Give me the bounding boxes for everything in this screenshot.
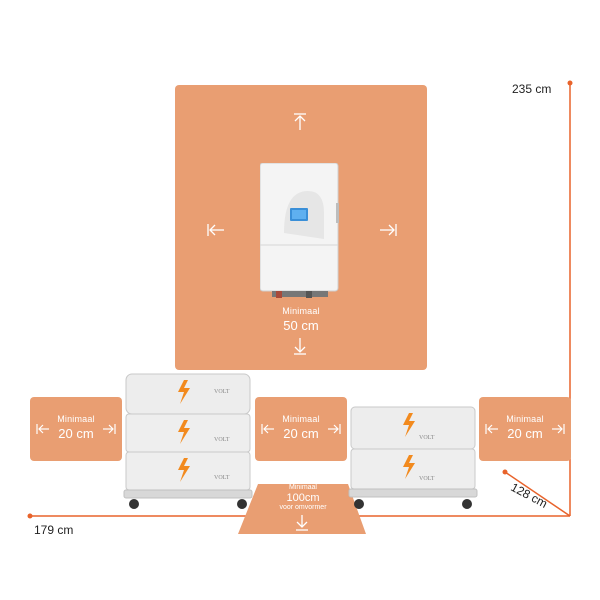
depth-line [504, 471, 571, 517]
arrow-right-icon [379, 223, 397, 241]
battery-stack-right [347, 405, 479, 513]
arrow-left-icon [36, 423, 50, 439]
arrow-right-icon [327, 423, 341, 439]
front-zone-label: Minimaal 100cm voor omvormer [258, 484, 348, 511]
lightning-icon [403, 455, 415, 479]
front-zone-line3: voor omvormer [279, 503, 327, 511]
lightning-icon [403, 413, 415, 437]
battery-stack-left [122, 372, 254, 512]
arrow-left-icon [207, 223, 225, 241]
brand-label-right-1: VOLT [419, 435, 435, 441]
right-clearance-zone: Minimaal 20 cm [479, 397, 571, 461]
top-zone-label: Minimaal 50 cm [251, 306, 351, 333]
right-zone-label: Minimaal 20 cm [479, 414, 571, 441]
middle-clearance-zone: Minimaal 20 cm [255, 397, 347, 461]
width-line-left-dot [27, 513, 33, 519]
arrow-right-icon [102, 423, 116, 439]
middle-zone-label-big: 20 cm [283, 425, 319, 441]
lightning-icon [178, 420, 190, 444]
middle-zone-label: Minimaal 20 cm [255, 414, 347, 441]
top-zone-label-big: 50 cm [283, 317, 319, 333]
arrow-down-icon [293, 337, 307, 359]
depth-line-dot [502, 469, 508, 475]
height-line-top-dot [567, 80, 573, 86]
brand-label-right-2: VOLT [419, 476, 435, 482]
arrow-right-icon [551, 423, 565, 439]
lightning-icon [178, 458, 190, 482]
arrow-left-icon [485, 423, 499, 439]
width-dimension-label: 179 cm [34, 523, 74, 537]
front-zone-line2: 100cm [286, 491, 320, 504]
front-zone-line1: Minimaal [288, 484, 317, 491]
arrow-left-icon [261, 423, 275, 439]
right-zone-label-big: 20 cm [507, 425, 543, 441]
arrow-up-icon [293, 113, 307, 135]
left-zone-label-big: 20 cm [58, 425, 94, 441]
height-dimension-label: 235 cm [512, 82, 552, 96]
middle-zone-label-small: Minimaal [282, 414, 320, 424]
right-zone-label-small: Minimaal [506, 414, 544, 424]
left-clearance-zone: Minimaal 20 cm [30, 397, 122, 461]
brand-label-left-1: VOLT [214, 389, 230, 395]
left-zone-label: Minimaal 20 cm [30, 414, 122, 441]
left-zone-label-small: Minimaal [57, 414, 95, 424]
top-zone-label-small: Minimaal [282, 306, 320, 316]
lightning-icon [178, 380, 190, 404]
inverter [259, 162, 340, 298]
arrow-down-icon [295, 514, 309, 536]
brand-label-left-3: VOLT [214, 475, 230, 481]
brand-label-left-2: VOLT [214, 437, 230, 443]
